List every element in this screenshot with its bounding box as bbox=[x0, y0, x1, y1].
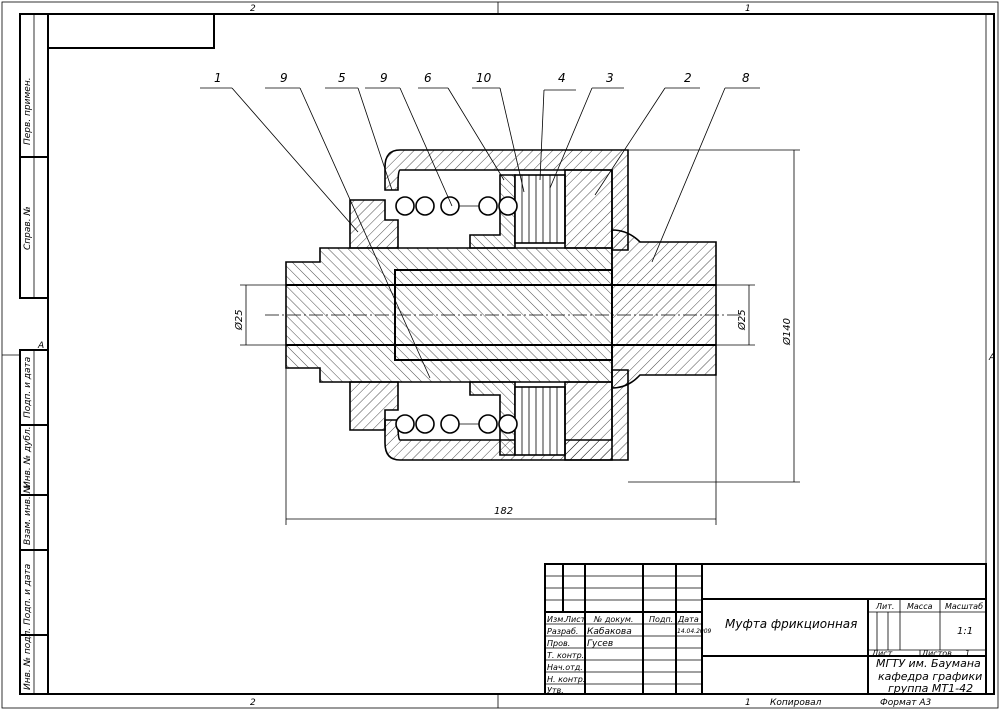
leader-number: 6 bbox=[424, 71, 432, 85]
shift-sleeve-lower bbox=[349, 381, 399, 431]
zone-label: 1 bbox=[745, 698, 751, 708]
tb-org: группа МТ1-42 bbox=[888, 682, 973, 695]
left-strip-label: Инв. № дубл. bbox=[23, 426, 33, 488]
format-label: Формат А3 bbox=[880, 698, 932, 708]
pressure-disc bbox=[469, 174, 516, 249]
leader-number: 9 bbox=[380, 71, 388, 85]
zone-label: A bbox=[37, 341, 44, 351]
title-block: Изм. Лист № докум. Подп. Дата Разраб. Пр… bbox=[544, 563, 987, 695]
pressure-disc-lower bbox=[469, 381, 516, 456]
tb-scale-label: Масштаб bbox=[945, 602, 983, 611]
leader-number: 3 bbox=[606, 71, 614, 85]
leader-number: 10 bbox=[476, 71, 492, 85]
left-strip-label: Инв. № подл. bbox=[23, 628, 33, 690]
copied-by-label: Копировал bbox=[770, 698, 822, 708]
tb-role: Н. контр. bbox=[547, 675, 585, 684]
tb-sheet-label: Лист bbox=[871, 649, 893, 658]
dim-left-bore: Ø25 bbox=[233, 309, 245, 331]
tb-developer: Кабакова bbox=[587, 627, 632, 637]
tb-sheets-label: Листов bbox=[921, 649, 952, 658]
zone-label: 2 bbox=[250, 4, 256, 14]
clutch-section bbox=[265, 149, 740, 461]
tb-date: 14.04.2009 bbox=[677, 628, 712, 635]
right-hub bbox=[611, 229, 717, 389]
tb-checker: Гусев bbox=[587, 639, 613, 649]
left-strip-label: Справ. № bbox=[23, 206, 33, 250]
leader-number: 5 bbox=[338, 71, 346, 85]
leader-number: 2 bbox=[684, 71, 692, 85]
tb-col-header: Дата bbox=[677, 615, 699, 624]
zone-label: 1 bbox=[745, 4, 751, 14]
left-strip-label: Подп. и дата bbox=[23, 357, 33, 418]
spring-upper bbox=[395, 196, 518, 216]
tb-role: Утв. bbox=[547, 686, 564, 695]
tb-org: кафедра графики bbox=[878, 670, 982, 683]
dim-outer: Ø140 bbox=[781, 318, 793, 346]
shift-sleeve bbox=[349, 199, 399, 249]
tb-role: Пров. bbox=[547, 639, 570, 648]
tb-col-header: Лист bbox=[564, 615, 586, 624]
tb-scale: 1:1 bbox=[957, 626, 973, 637]
leader-number: 8 bbox=[742, 71, 750, 85]
inner-drum-lower bbox=[564, 381, 613, 461]
designation-box bbox=[47, 13, 215, 49]
tb-col-header: Подп. bbox=[649, 615, 673, 624]
inner-drum bbox=[564, 169, 613, 249]
dim-length: 182 bbox=[494, 506, 513, 517]
tb-org: МГТУ им. Баумана bbox=[876, 657, 981, 670]
left-strip-label: Подп. и дата bbox=[23, 564, 33, 625]
left-strip: Перв. примен. Справ. № Подп. и дата Инв.… bbox=[19, 13, 49, 695]
zone-label: A bbox=[988, 353, 995, 363]
tb-title: Муфта фрикционная bbox=[725, 617, 857, 631]
tb-lit-label: Лит. bbox=[875, 602, 894, 611]
leader-number: 9 bbox=[280, 71, 288, 85]
tb-col-header: № докум. bbox=[593, 615, 633, 624]
tb-mass-label: Масса bbox=[907, 602, 933, 611]
part-leaders: 1 9 5 9 6 10 4 3 2 8 bbox=[200, 71, 760, 379]
dim-right-bore: Ø25 bbox=[736, 309, 748, 331]
dimensions: Ø25 Ø25 Ø140 182 bbox=[233, 149, 800, 525]
zone-label: 2 bbox=[250, 698, 256, 708]
left-strip-label: Взам. инв. № bbox=[23, 484, 33, 545]
tb-role: Нач.отд. bbox=[547, 663, 583, 672]
tb-col-header: Изм. bbox=[547, 615, 566, 624]
left-strip-label: Перв. примен. bbox=[23, 77, 33, 145]
tb-sheets-count: 1 bbox=[965, 649, 970, 658]
tb-role: Т. контр. bbox=[547, 651, 584, 660]
leader-number: 1 bbox=[214, 71, 222, 85]
friction-pack bbox=[514, 174, 566, 456]
spring-lower bbox=[395, 414, 518, 434]
leader-number: 4 bbox=[558, 71, 566, 85]
tb-role: Разраб. bbox=[547, 627, 578, 636]
